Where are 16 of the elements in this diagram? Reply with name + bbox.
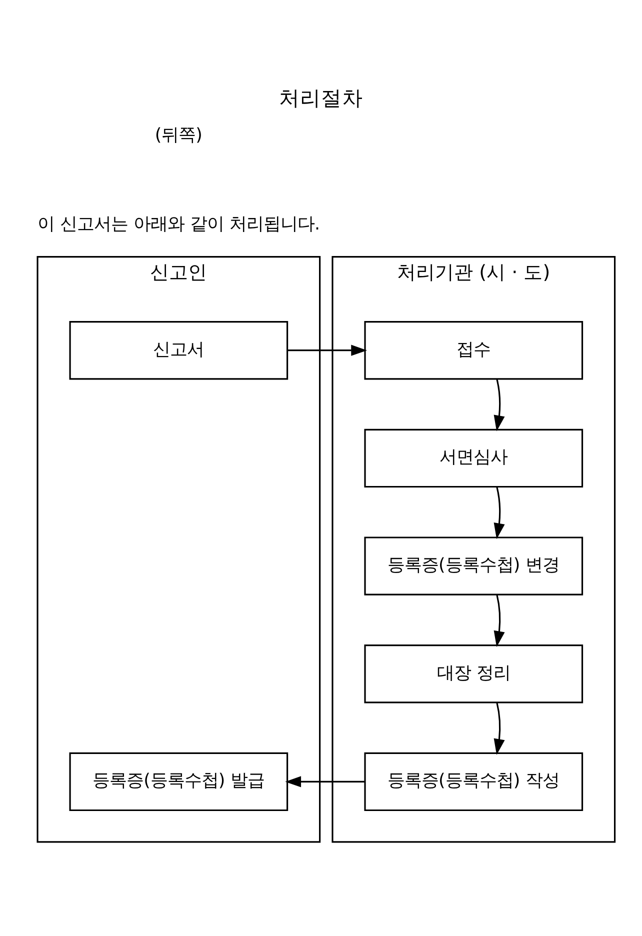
arrow [494, 594, 505, 646]
node-box: 등록증(등록수첩) 작성 [364, 752, 584, 811]
node-box: 신고서 [69, 320, 288, 380]
diagram-title: 처리절차 [279, 86, 363, 110]
arrow [285, 776, 365, 787]
label: (뒤쪽) [154, 125, 202, 146]
node-box: 등록증(등록수첩) 변경 [364, 536, 584, 595]
node-box: 접수 [364, 320, 584, 380]
node-box: 서면심사 [364, 428, 584, 488]
arrow [288, 344, 367, 356]
node-box: 대장 정리 [364, 644, 584, 703]
arrow [494, 378, 505, 431]
label: 이 신고서는 아래와 같이 처리됩니다. [37, 214, 320, 234]
node-box: 등록증(등록수첩) 발급 [69, 752, 288, 811]
arrow [494, 486, 505, 539]
arrow [494, 702, 505, 754]
